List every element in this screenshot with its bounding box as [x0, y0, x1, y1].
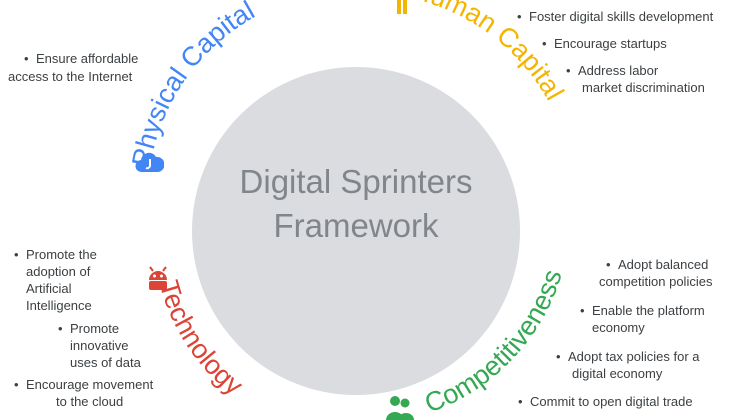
- technology-item-1-line2: adoption of: [26, 264, 91, 279]
- bullet-icon: •: [58, 321, 63, 336]
- technology-item-3-line1: Encourage movement: [26, 377, 154, 392]
- human-item-3-cont: market discrimination: [582, 79, 705, 96]
- center-circle: [192, 67, 520, 395]
- android-icon: [149, 266, 167, 290]
- framework-title: Digital Sprinters Framework: [192, 160, 520, 248]
- technology-item-1-line1: Promote the: [26, 247, 97, 262]
- technology-item-1-cont: adoption of Artificial Intelligence: [26, 263, 92, 314]
- human-item-1-line1: Foster digital skills development: [529, 9, 714, 24]
- technology-item-1: • Promote the: [14, 246, 97, 263]
- technology-item-1-line3: Artificial: [26, 281, 72, 296]
- human-item-3: • Address labor: [566, 62, 658, 79]
- bullet-icon: •: [518, 394, 523, 409]
- framework-title-line2: Framework: [273, 207, 439, 244]
- human-item-2-line1: Encourage startups: [554, 36, 667, 51]
- technology-item-3: • Encourage movement: [14, 376, 153, 393]
- bullet-icon: •: [517, 9, 522, 24]
- bullet-icon: •: [14, 247, 19, 262]
- bullet-icon: •: [580, 303, 585, 318]
- physical-item-1-line1: Ensure affordable: [36, 51, 139, 66]
- competitiveness-item-4-line1: Commit to open digital trade: [530, 394, 693, 409]
- human-item-3-line2: market discrimination: [582, 80, 705, 95]
- human-item-2: • Encourage startups: [542, 35, 667, 52]
- competitiveness-item-2-cont: economy: [592, 319, 645, 336]
- bullet-icon: •: [14, 377, 19, 392]
- competitiveness-item-1: • Adopt balanced: [606, 256, 708, 273]
- competitiveness-item-2-line2: economy: [592, 320, 645, 335]
- competitiveness-item-3-line2: digital economy: [572, 366, 663, 381]
- competitiveness-item-4: • Commit to open digital trade: [518, 393, 693, 410]
- physical-item-1: • Ensure affordable: [24, 50, 138, 67]
- bullet-icon: •: [542, 36, 547, 51]
- technology-item-3-line2: to the cloud: [56, 394, 124, 409]
- competitiveness-item-2: • Enable the platform: [580, 302, 705, 319]
- competitiveness-item-1-cont: competition policies: [599, 273, 712, 290]
- competitiveness-item-2-line1: Enable the platform: [592, 303, 705, 318]
- human-item-3-line1: Address labor: [578, 63, 659, 78]
- pillar-physical-capital-text: Physical Capital: [126, 0, 259, 169]
- competitiveness-item-1-line1: Adopt balanced: [618, 257, 709, 272]
- technology-item-2-line3: uses of data: [70, 355, 141, 370]
- cloud-icon: [135, 152, 164, 173]
- competitiveness-item-3: • Adopt tax policies for a: [556, 348, 700, 365]
- framework-title-line1: Digital Sprinters: [239, 163, 473, 200]
- technology-item-2: • Promote: [58, 320, 119, 337]
- pillar-technology-text: Technology: [154, 277, 249, 401]
- person-icon: [397, 0, 407, 14]
- technology-item-1-line4: Intelligence: [26, 298, 92, 313]
- bullet-icon: •: [566, 63, 571, 78]
- pillar-technology: Technology: [154, 277, 249, 401]
- technology-item-2-line1: Promote: [70, 321, 120, 336]
- pillar-physical-capital: Physical Capital: [126, 0, 259, 169]
- competitiveness-item-3-cont: digital economy: [572, 365, 662, 382]
- bullet-icon: •: [606, 257, 611, 272]
- competitiveness-item-1-line2: competition policies: [599, 274, 713, 289]
- physical-item-1-cont: access to the Internet: [8, 68, 132, 85]
- people-icon: [386, 396, 414, 420]
- technology-item-2-line2: innovative: [70, 338, 129, 353]
- bullet-icon: •: [24, 51, 29, 66]
- bullet-icon: •: [556, 349, 561, 364]
- human-item-1: • Foster digital skills development: [517, 8, 713, 25]
- competitiveness-item-3-line1: Adopt tax policies for a: [568, 349, 700, 364]
- physical-item-1-line2: access to the Internet: [8, 69, 133, 84]
- technology-item-3-cont: to the cloud: [56, 393, 123, 410]
- technology-item-2-cont: innovative uses of data: [70, 337, 141, 371]
